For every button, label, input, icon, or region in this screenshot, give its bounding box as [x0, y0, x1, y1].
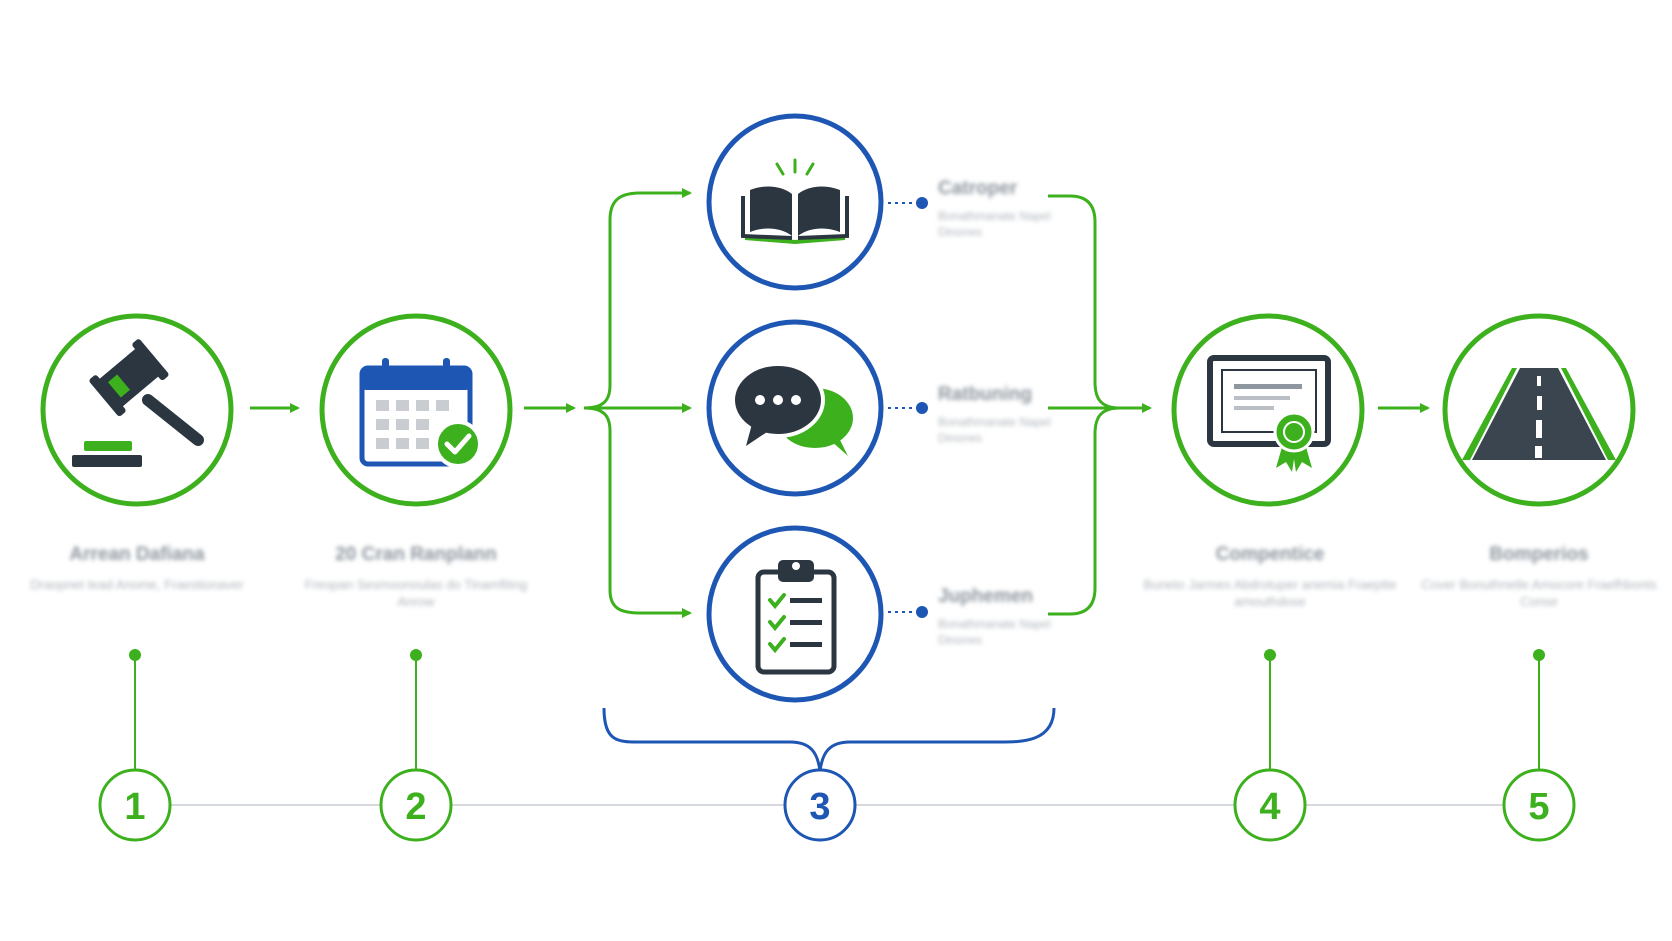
- branch-3-title: Juphemen: [938, 586, 1034, 607]
- stage-1-caption: Arrean Dafiana Draopnet tead Anome, Frae…: [7, 544, 267, 593]
- branch-2-caption: Ratbuning Bonathmanate Napel Dinones: [938, 384, 1068, 446]
- clipboard-checklist-icon: [755, 560, 837, 675]
- stage-5-description: Cover Bonuthnetle Amocore Fraefhbonts Co…: [1421, 577, 1657, 609]
- stage-4-caption: Compentice Buneto Jarmes Abdrotuper anem…: [1140, 544, 1400, 610]
- branch-1-title: Catroper: [938, 178, 1018, 199]
- branch-2-title: Ratbuning: [938, 384, 1032, 405]
- stage-1-title: Arrean Dafiana: [69, 544, 205, 565]
- svg-text:4: 4: [1259, 786, 1280, 828]
- step-number-3: 3: [783, 768, 857, 842]
- branch-2-description: Bonathmanate Napel Dinones: [938, 415, 1051, 445]
- stage-2-node: [319, 313, 513, 507]
- calendar-check-icon: [359, 358, 482, 468]
- stage-2-stem: [410, 649, 422, 770]
- stage-1-description: Draopnet tead Anome, Fraestionaver: [30, 577, 244, 592]
- branch-split: [583, 188, 692, 618]
- branch-merge: [1048, 194, 1152, 616]
- stage-5-node: [1442, 313, 1636, 507]
- step-number-5: 5: [1502, 768, 1576, 842]
- stage-2-title: 20 Cran Ranplann: [335, 544, 497, 565]
- svg-text:1: 1: [124, 786, 145, 828]
- stage-4-stem: [1264, 649, 1276, 770]
- certificate-icon: [1207, 355, 1331, 472]
- stage-1-node: [40, 313, 234, 507]
- stage-2-caption: 20 Cran Ranplann Freopan Sesmoonoulas do…: [286, 544, 546, 610]
- branch-1-caption: Catroper Bonathmanate Napel Dinones: [938, 178, 1068, 240]
- stage-4-title: Compentice: [1215, 544, 1325, 565]
- step-number-4: 4: [1233, 768, 1307, 842]
- stage-3-brace: [602, 707, 1056, 773]
- gavel-icon: [72, 339, 204, 467]
- stage-5-title: Bomperios: [1489, 544, 1589, 565]
- step-number-1: 1: [98, 768, 172, 842]
- stage-1-stem: [129, 649, 141, 770]
- stage-2-description: Freopan Sesmoonoulas do Tinamfiting Anro…: [304, 577, 528, 609]
- step-number-2: 2: [379, 768, 453, 842]
- stage-4-node: [1171, 313, 1365, 507]
- svg-text:5: 5: [1528, 786, 1549, 828]
- branch-3-description: Bonathmanate Napel Dinones: [938, 617, 1051, 647]
- svg-text:2: 2: [405, 786, 426, 828]
- branch-3-caption: Juphemen Bonathmanate Napel Dinones: [938, 586, 1068, 648]
- branch-1-description: Bonathmanate Napel Dinones: [938, 209, 1051, 239]
- stage-5-stem: [1533, 649, 1545, 770]
- open-book-icon: [741, 158, 849, 245]
- stage-5-caption: Bomperios Cover Bonuthnetle Amocore Frae…: [1409, 544, 1669, 610]
- branch-node-book: [706, 113, 884, 291]
- stage-4-description: Buneto Jarmes Abdrotuper anemia Fraeptte…: [1143, 577, 1397, 609]
- side-connectors: [888, 197, 928, 618]
- svg-text:3: 3: [809, 786, 830, 828]
- chat-bubbles-icon: [731, 362, 853, 456]
- branch-node-clipboard: [706, 525, 884, 703]
- branch-node-chat: [706, 319, 884, 497]
- road-icon: [1462, 368, 1616, 460]
